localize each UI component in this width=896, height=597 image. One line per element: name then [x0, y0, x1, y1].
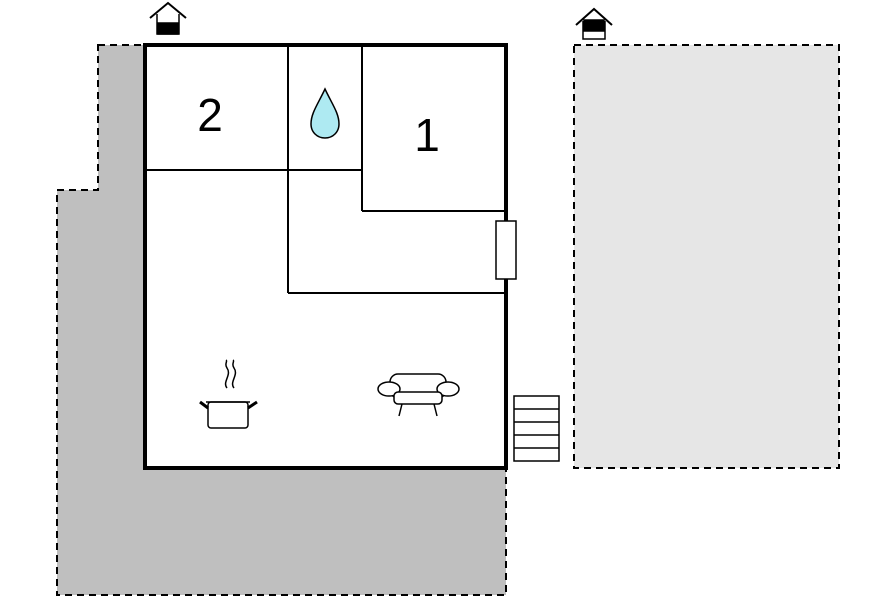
sofa-icon: [377, 373, 460, 417]
door-icon: [495, 220, 517, 280]
house-icon: [575, 7, 613, 40]
terrace-area: [56, 44, 507, 596]
water-drop-icon: [310, 87, 340, 139]
interior-walls: [145, 45, 506, 294]
garden-area: [573, 44, 840, 469]
room-label-bedroom-1: 1: [414, 109, 440, 161]
room-label-bedroom-2: 2: [197, 89, 223, 141]
cooking-pot-icon: [199, 359, 258, 429]
house-icon: [149, 1, 187, 35]
stairs-icon: [513, 395, 560, 462]
